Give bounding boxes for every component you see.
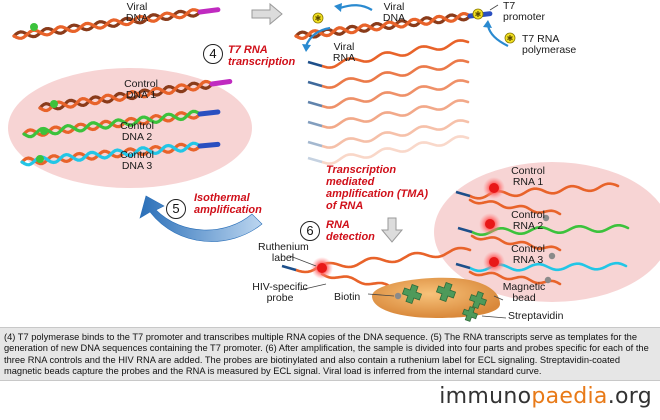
- polymerase-arrow-top-head: [334, 3, 342, 12]
- step-4-badge: 4: [203, 44, 223, 64]
- viral-dna-label-right: Viral DNA: [382, 1, 406, 24]
- control-dna-1-label: Control DNA 1: [124, 78, 158, 101]
- step-4-label: T7 RNA transcription: [228, 44, 296, 68]
- biotin-label: Biotin: [334, 291, 361, 303]
- dna-end-marker: [40, 127, 48, 135]
- svg-text:✱: ✱: [475, 10, 482, 19]
- caption-box: (4) T7 polymerase binds to the T7 promot…: [0, 327, 660, 381]
- viral-rna-label: Viral RNA: [332, 41, 356, 64]
- tma-label: Transcription mediated amplification (TM…: [326, 164, 429, 212]
- streptavidin-group: [401, 281, 487, 322]
- control-rna-2-probe: [470, 234, 562, 252]
- biotin-markers: [394, 214, 556, 300]
- ruthenium-label-text: Ruthenium label: [258, 241, 309, 264]
- step-5-badge: 5: [166, 199, 186, 219]
- viral-rna-copy: [307, 135, 470, 165]
- viral-rna-copy: [307, 99, 470, 129]
- magnetic-bead: [372, 277, 500, 318]
- t7-polymerase-label: T7 RNA polymerase: [522, 33, 577, 56]
- magnetic-bead-label: Magnetic bead: [502, 281, 546, 304]
- hiv-probe-label: HIV-specific probe: [252, 281, 308, 304]
- streptavidin-molecule: [462, 306, 478, 322]
- polymerase-arrow-right: [486, 25, 509, 47]
- control-rna-2-label: Control RNA 2: [511, 209, 545, 232]
- t7-polymerase-icon-left: ✱: [312, 12, 324, 24]
- t7-promoter-label: T7 promoter: [503, 0, 546, 23]
- viral-rna-copy: [307, 59, 470, 89]
- ruthenium-core: [317, 263, 327, 273]
- control-rna-1-label: Control RNA 1: [511, 165, 545, 188]
- caption-text: (4) T7 polymerase binds to the T7 promot…: [4, 332, 649, 377]
- top-right-arrow: [251, 2, 283, 26]
- viral-rna-copy: [307, 39, 470, 69]
- svg-text:✱: ✱: [315, 14, 322, 23]
- control-dna-2-label: Control DNA 2: [120, 120, 154, 143]
- ruthenium-core: [489, 257, 499, 267]
- viral-rna-copy: [307, 79, 470, 109]
- dna-end-marker: [50, 100, 58, 108]
- dna-end-marker: [36, 155, 44, 163]
- svg-text:✱: ✱: [507, 34, 514, 43]
- control-dna-region: [8, 68, 252, 188]
- streptavidin-label: Streptavidin: [508, 310, 564, 322]
- ruthenium-core: [489, 183, 499, 193]
- streptavidin-molecule: [469, 291, 487, 309]
- polymerase-arrow-left: [304, 26, 331, 47]
- viral-rna-copy: [307, 119, 470, 149]
- step-6-label: RNA detection: [326, 219, 375, 243]
- control-rna-1-probe: [468, 198, 562, 216]
- step-6-badge: 6: [300, 221, 320, 241]
- ruthenium-core: [485, 219, 495, 229]
- control-dna-3-label: Control DNA 3: [120, 149, 154, 172]
- control-dna-3-strand: [20, 141, 221, 167]
- ruthenium-labels: [311, 177, 505, 279]
- nucleic-acid-strands: [12, 7, 630, 292]
- streptavidin-molecule: [401, 283, 423, 305]
- brand-logo: immunopaedia.org: [439, 384, 652, 409]
- dna-end-marker: [30, 23, 38, 31]
- step-5-label: Isothermal amplification: [194, 192, 262, 216]
- control-rna-3-probe: [468, 270, 562, 286]
- control-dna-1-strand: [38, 79, 233, 113]
- viral-dna-left-strand: [12, 7, 221, 40]
- detection-down-arrow: [380, 217, 404, 243]
- t7-polymerase-icon-dna: ✱: [472, 8, 484, 20]
- control-dna-2-strand: [22, 109, 221, 139]
- leader-lines: [289, 4, 507, 319]
- polymerase-arrow-right-head: [483, 20, 492, 28]
- control-rna-3-label: Control RNA 3: [511, 243, 545, 266]
- polymerase-arrow-top: [339, 4, 373, 11]
- polymerase-arrow-left-head: [302, 44, 311, 52]
- streptavidin-molecule: [435, 281, 457, 303]
- viral-dna-label-left: Viral DNA: [125, 1, 149, 24]
- t7-polymerase-icon-legend: ✱: [504, 32, 516, 44]
